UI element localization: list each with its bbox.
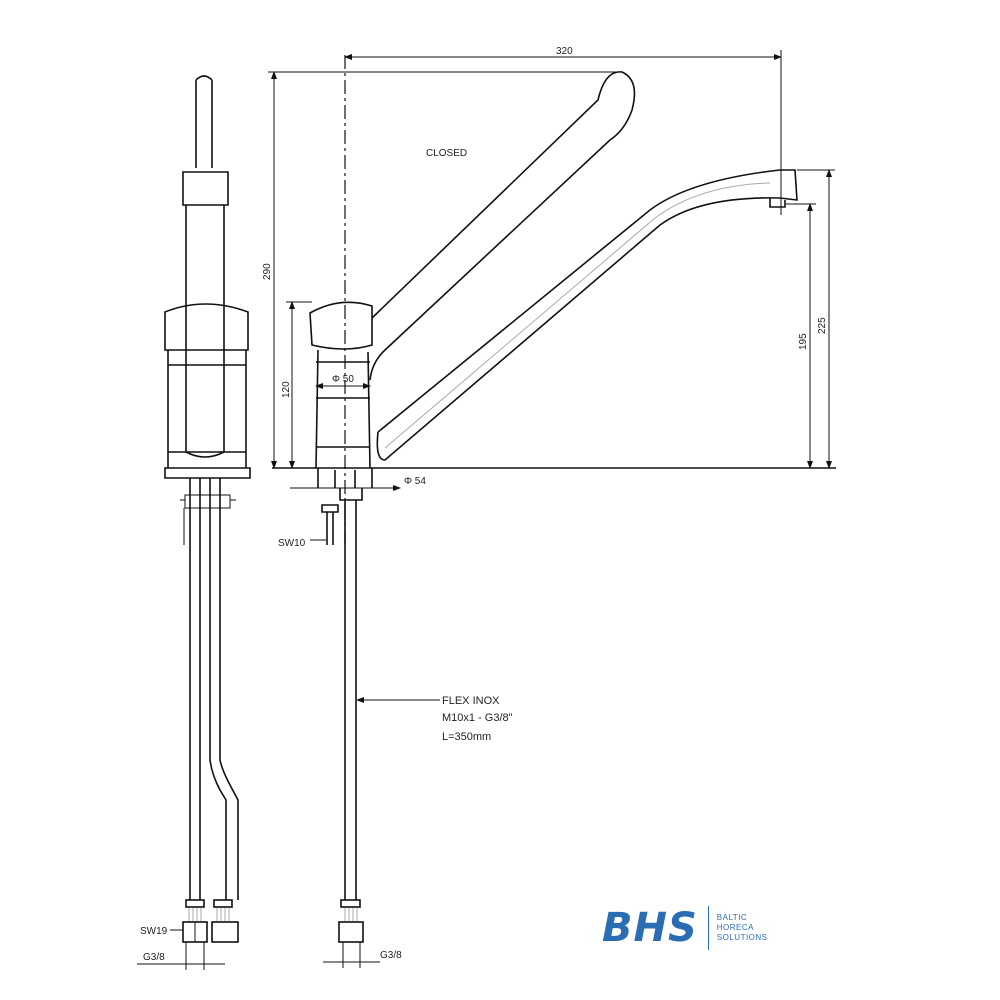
hose-nut [338, 921, 364, 943]
side-view: SW10 G3/8 FLEX INOX M10x1 - G3/8" L=350m… [262, 46, 836, 968]
hose-label-3: L=350mm [442, 731, 491, 743]
dim-320: 320 [556, 46, 573, 57]
dim-290: 290 [262, 263, 273, 280]
spout [376, 169, 798, 461]
g38-left-label: G3/8 [143, 952, 165, 963]
logo-divider [707, 906, 709, 950]
cap [309, 301, 373, 350]
dim-120: 120 [281, 381, 292, 398]
dim-d54: Φ 54 [404, 476, 426, 487]
logo-mark: BHS [602, 905, 698, 951]
logo-line-2: HORECA [716, 923, 755, 932]
sw10-label: SW10 [278, 538, 306, 549]
front-nut-right [211, 921, 239, 943]
logo-line-3: SOLUTIONS [716, 933, 768, 942]
logo-text: BALTIC HORECA SOLUTIONS [717, 913, 768, 943]
front-cap [164, 303, 249, 351]
dim-195: 195 [798, 333, 809, 350]
front-lever [195, 75, 213, 168]
dim-225: 225 [817, 317, 828, 334]
front-hose-right [209, 478, 239, 900]
front-view: SW19 G3/8 [137, 75, 251, 970]
dim-d50: Φ 50 [332, 374, 354, 385]
front-hose-left [189, 478, 201, 900]
closed-label: CLOSED [426, 148, 467, 159]
logo-line-1: BALTIC [716, 913, 748, 922]
hose-label-2: M10x1 - G3/8" [442, 712, 513, 724]
lever [369, 71, 636, 381]
front-handle-body [182, 171, 229, 458]
bhs-logo: BHS BALTIC HORECA SOLUTIONS [602, 905, 768, 951]
sw19-label: SW19 [140, 926, 168, 937]
hose-label-1: FLEX INOX [442, 695, 500, 707]
hose [344, 500, 357, 900]
g38-right-label: G3/8 [380, 950, 402, 961]
